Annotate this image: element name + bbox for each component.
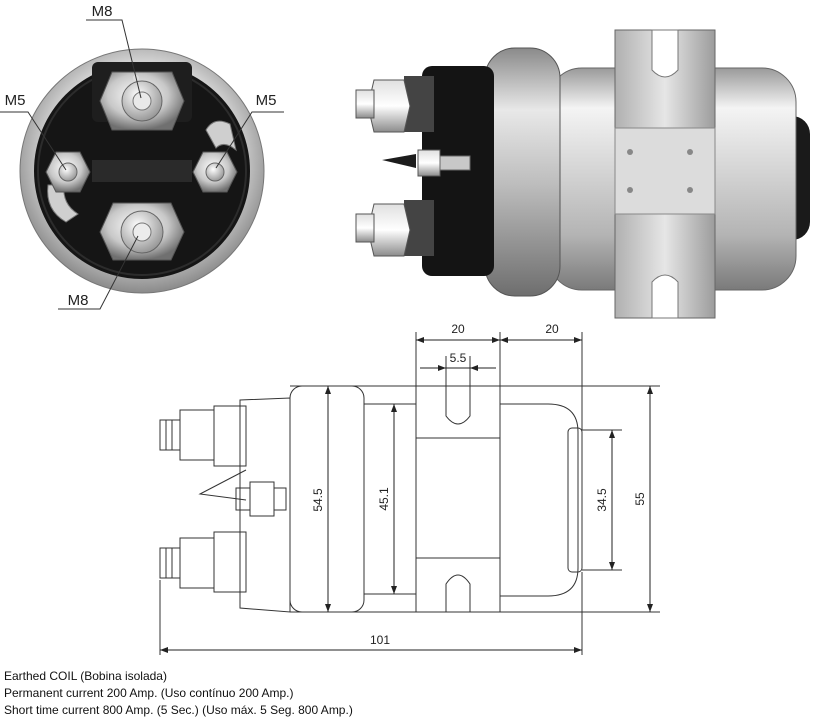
- dimension-lines: [160, 337, 653, 653]
- spec-line-2: Permanent current 200 Amp. (Uso contínuo…: [4, 686, 294, 700]
- dim-overall-length: 101: [370, 633, 390, 647]
- right-m5-leader: [215, 111, 284, 169]
- dim-body-diameter: 45.1: [377, 487, 391, 511]
- side-view: [355, 29, 810, 319]
- top-m8-label: M8: [92, 3, 113, 20]
- dim-end-boss-diameter: 34.5: [595, 488, 609, 512]
- bottom-m8-label: M8: [68, 292, 89, 309]
- side-lower-terminal: [355, 200, 434, 257]
- bottom-m8-leader: [58, 235, 139, 310]
- mounting-bracket: [614, 29, 716, 319]
- side-view-insulator: [422, 66, 494, 276]
- side-upper-terminal: [355, 76, 434, 133]
- dim-slot-width: 5.5: [450, 351, 467, 365]
- top-m8-terminal: [99, 71, 185, 131]
- side-control-terminal: [382, 149, 471, 177]
- technical-drawing: [159, 332, 660, 655]
- spec-line-3: Short time current 800 Amp. (5 Sec.) (Us…: [4, 703, 353, 717]
- dim-body-end-length: 20: [545, 322, 559, 336]
- dim-bracket-height: 55: [633, 492, 647, 506]
- spec-line-1: Earthed COIL (Bobina isolada): [4, 669, 167, 683]
- side-view-cap: [484, 47, 561, 297]
- left-m5-terminal: [45, 151, 91, 223]
- left-m5-leader: [0, 111, 67, 171]
- dim-flange-width: 20: [451, 322, 465, 336]
- end-view: M8 M8 M5 M5: [0, 3, 284, 310]
- dim-cap-diameter: 54.5: [311, 488, 325, 512]
- right-m5-label: M5: [256, 92, 277, 109]
- top-m8-leader: [86, 19, 142, 99]
- left-m5-label: M5: [5, 92, 26, 109]
- bottom-m8-terminal: [99, 202, 185, 261]
- right-m5-terminal: [192, 120, 238, 193]
